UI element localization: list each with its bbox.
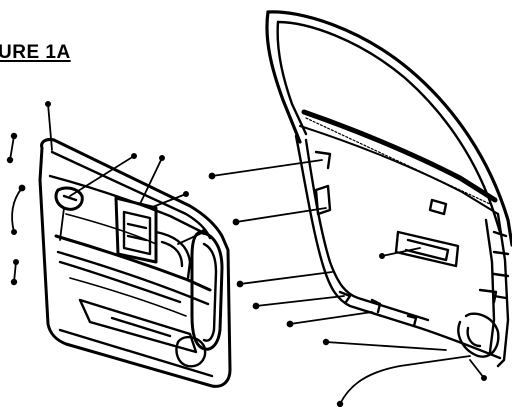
push-pin-clips [6,101,487,407]
door-frame [265,10,512,368]
leader-lines [9,103,485,405]
figure-title: URE 1A [0,42,71,63]
door-trim-panel [38,138,232,388]
